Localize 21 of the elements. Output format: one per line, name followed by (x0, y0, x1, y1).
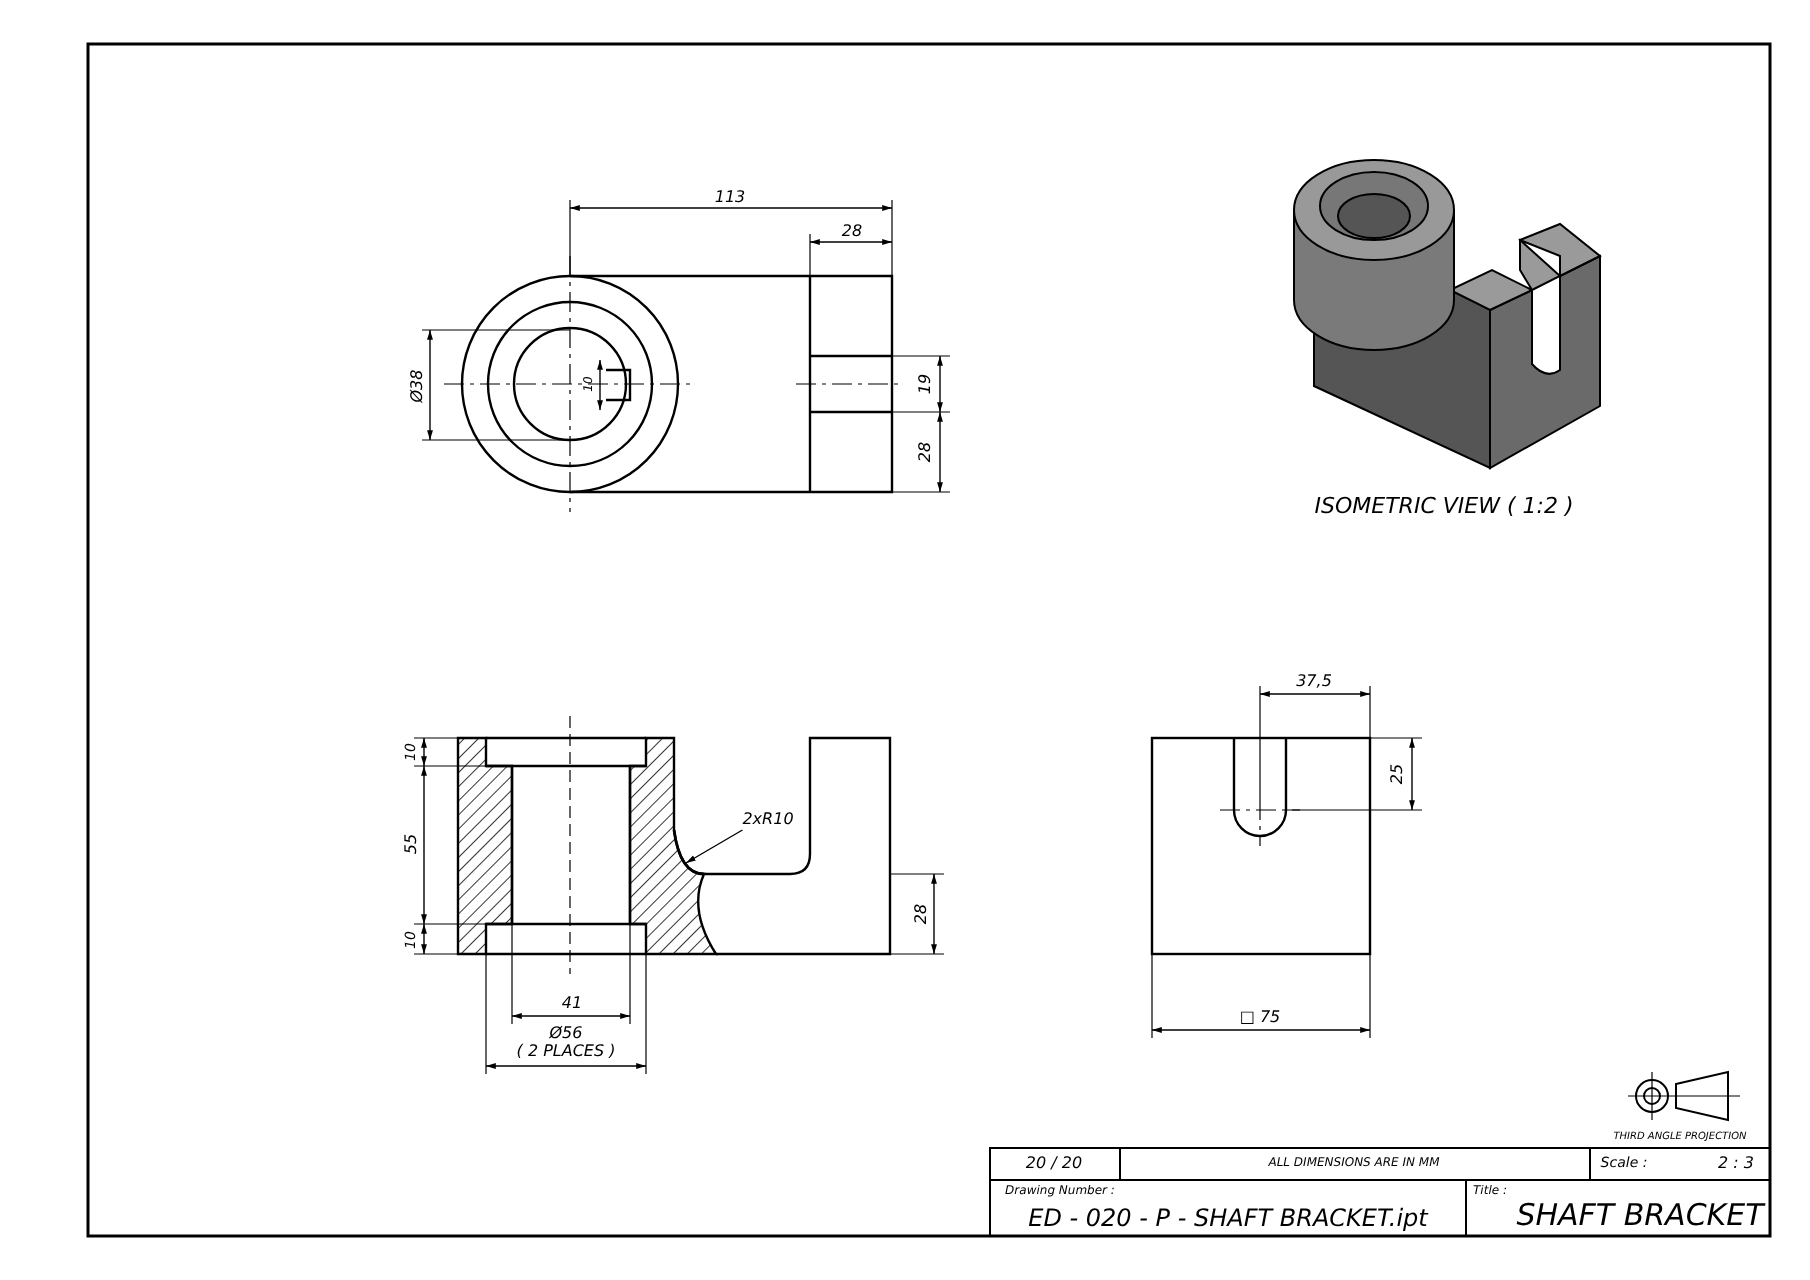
dimension-value: 28 (918, 441, 934, 463)
view-caption: ISOMETRIC VIEW ( 1:2 ) (1314, 495, 1574, 517)
fillet-arc (672, 829, 705, 876)
sheet-number: 20 / 20 (1025, 1156, 1083, 1172)
dimension-value: □ 75 (1239, 1010, 1281, 1026)
dimension-value: 113 (714, 190, 746, 206)
scale-value: 2 : 3 (1718, 1156, 1754, 1172)
dimension-value: 25 (1390, 763, 1406, 785)
dimension-value: 41 (561, 996, 583, 1012)
leader-line (685, 829, 744, 864)
dimension-value: Ø38 (410, 369, 426, 403)
dimension-value: 55 (404, 833, 420, 855)
dimension-note: ( 2 PLACES ) (516, 1044, 616, 1060)
callout-label: 2xR10 (742, 812, 794, 828)
dimension-value: 28 (841, 224, 863, 240)
dimension-value: 37,5 (1296, 674, 1332, 690)
dimension-value: 28 (914, 903, 930, 925)
dimension-value: Ø56 (549, 1026, 583, 1042)
drawing-number: ED - 020 - P - SHAFT BRACKET.ipt (1028, 1206, 1428, 1230)
dimension-value: 19 (918, 373, 934, 395)
drawing-title: SHAFT BRACKET (1516, 1201, 1764, 1231)
